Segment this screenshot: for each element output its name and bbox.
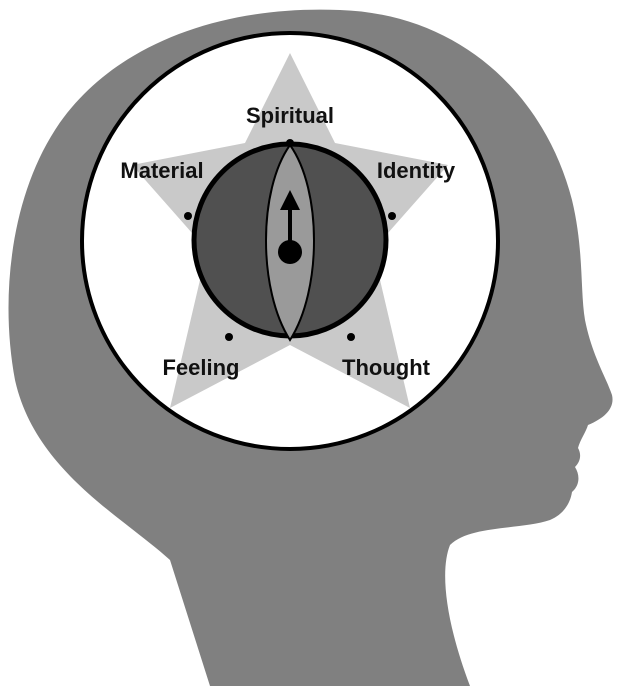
position-dot-lower-right <box>347 333 355 341</box>
position-dot-top <box>286 139 294 147</box>
position-dot-upper-right <box>388 212 396 220</box>
label-feeling: Feeling <box>162 355 239 380</box>
label-spiritual: Spiritual <box>246 103 334 128</box>
label-thought: Thought <box>342 355 431 380</box>
label-material: Material <box>120 158 203 183</box>
position-dot-upper-left <box>184 212 192 220</box>
arrow-up-icon <box>278 190 302 264</box>
position-dot-lower-left <box>225 333 233 341</box>
label-identity: Identity <box>377 158 456 183</box>
